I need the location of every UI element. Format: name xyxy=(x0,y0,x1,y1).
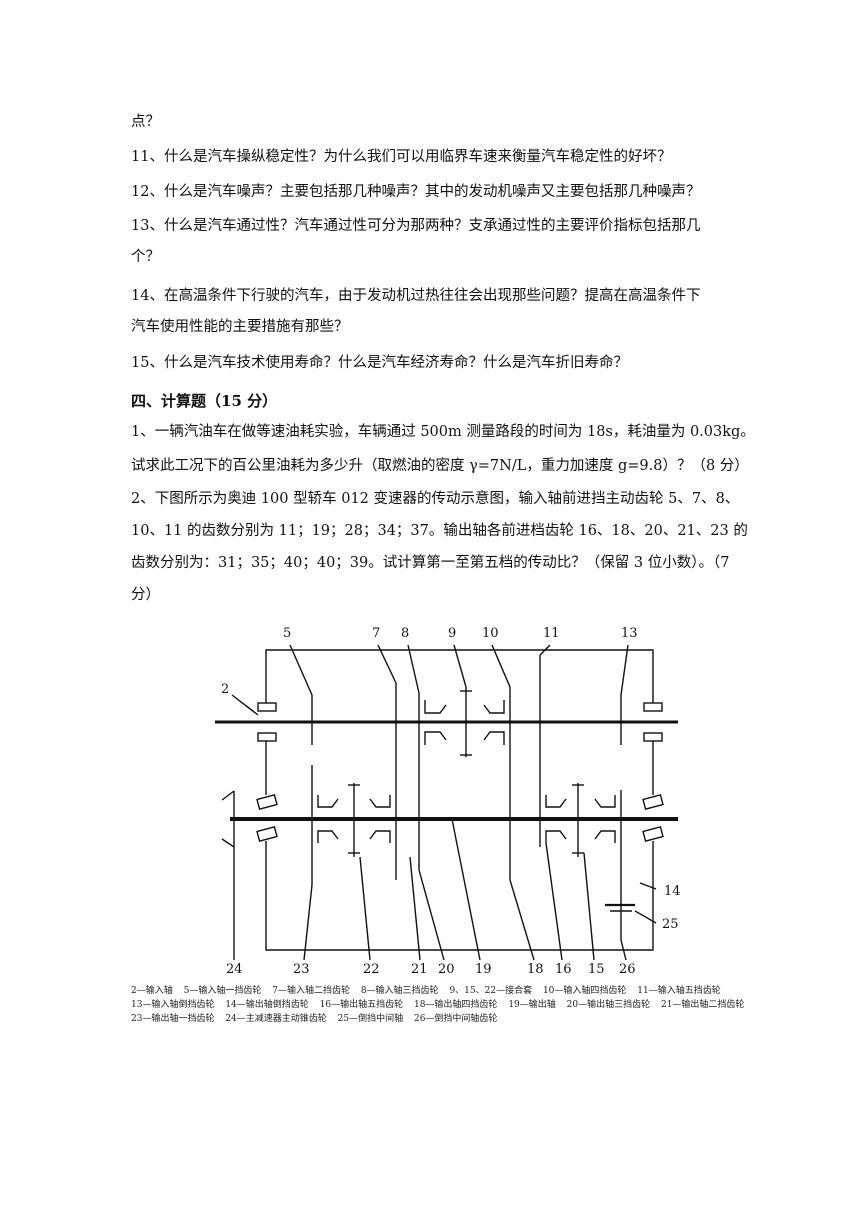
legend-item: 9、15、22—接合套 xyxy=(449,986,533,996)
legend-item: 2—输入轴 xyxy=(131,986,173,996)
legend-item: 23—输出轴一挡齿轮 xyxy=(131,1014,215,1024)
legend-item: 11—输入轴五挡齿轮 xyxy=(637,986,721,996)
label-2: 2 xyxy=(221,682,229,697)
diagram-legend: 2—输入轴 5—输入轴一挡齿轮 7—输入轴二挡齿轮 8—输入轴三挡齿轮 9、15… xyxy=(131,984,761,1026)
legend-item: 25—倒挡中间轴 xyxy=(337,1014,404,1024)
question-14-line1: 14、在高温条件下行驶的汽车，由于发动机过热往往会出现那些问题？提高在高温条件下 xyxy=(131,288,701,304)
question-13-line2: 个？ xyxy=(131,249,160,265)
legend-item: 16—输出轴五挡齿轮 xyxy=(319,1000,404,1010)
legend-item: 21—输出轴二挡齿轮 xyxy=(660,1000,745,1010)
label-20: 20 xyxy=(438,962,455,977)
legend-item: 10—输入轴四挡齿轮 xyxy=(542,986,627,996)
label-16: 16 xyxy=(555,962,572,977)
legend-item: 8—输入轴三挡齿轮 xyxy=(360,986,439,996)
problem-2-line2: 10、11 的齿数分别为 11；19；28；34；37。输出轴各前进档齿轮 16… xyxy=(131,523,748,539)
question-11: 11、什么是汽车操纵稳定性？为什么我们可以用临界车速来衡量汽车稳定性的好坏？ xyxy=(131,149,672,165)
legend-item: 14—输出轴倒挡齿轮 xyxy=(225,1000,309,1010)
problem-1-line2: 试求此工况下的百公里油耗为多少升（取燃油的密度 γ=7N/L，重力加速度 g=9… xyxy=(131,458,749,474)
gearbox-transmission-diagram: 5 7 8 9 10 11 13 2 14 25 24 23 22 21 20 … xyxy=(215,626,681,977)
legend-item: 13—输入轴倒挡齿轮 xyxy=(131,1000,215,1010)
q10-tail: 点？ xyxy=(131,114,160,130)
question-15: 15、什么是汽车技术使用寿命？什么是汽车经济寿命？什么是汽车折旧寿命？ xyxy=(131,355,628,371)
label-14: 14 xyxy=(664,884,681,899)
section-4-title: 四、计算题（15 分） xyxy=(131,392,278,410)
label-23: 23 xyxy=(293,962,310,977)
label-9: 9 xyxy=(448,626,456,641)
label-10: 10 xyxy=(482,626,499,641)
problem-2-line3: 齿数分别为：31；35；40；40；39。试计算第一至第五档的传动比？（保留 3… xyxy=(131,555,730,571)
legend-item: 20—输出轴三挡齿轮 xyxy=(566,1000,651,1010)
question-14-line2: 汽车使用性能的主要措施有那些？ xyxy=(131,319,349,335)
label-25: 25 xyxy=(662,917,679,932)
label-5: 5 xyxy=(283,626,291,641)
legend-item: 5—输入轴一挡齿轮 xyxy=(183,986,262,996)
legend-item: 26—倒挡中间轴齿轮 xyxy=(413,1014,498,1024)
problem-2-line1: 2、下图所示为奥迪 100 型轿车 012 变速器的传动示意图，输入轴前进挡主动… xyxy=(131,491,740,507)
label-19: 19 xyxy=(475,962,492,977)
question-13-line1: 13、什么是汽车通过性？汽车通过性可分为那两种？支承通过性的主要评价指标包括那几 xyxy=(131,218,701,234)
problem-2-line4: 分） xyxy=(131,587,160,603)
label-21: 21 xyxy=(411,962,428,977)
label-11: 11 xyxy=(543,626,560,641)
legend-item: 19—输出轴 xyxy=(508,1000,556,1010)
label-18: 18 xyxy=(527,962,544,977)
label-24: 24 xyxy=(226,962,243,977)
label-8: 8 xyxy=(401,626,409,641)
label-13: 13 xyxy=(621,626,638,641)
legend-item: 7—输入轴二挡齿轮 xyxy=(272,986,350,996)
label-7: 7 xyxy=(372,626,380,641)
legend-item: 18—输出轴四挡齿轮 xyxy=(413,1000,498,1010)
label-15: 15 xyxy=(588,962,605,977)
label-22: 22 xyxy=(363,962,380,977)
label-26: 26 xyxy=(619,962,636,977)
legend-item: 24—主减速器主动锥齿轮 xyxy=(225,1014,327,1024)
question-12: 12、什么是汽车噪声？主要包括那几种噪声？其中的发动机噪声又主要包括那几种噪声？ xyxy=(131,184,701,200)
problem-1-line1: 1、一辆汽油车在做等速油耗实验，车辆通过 500m 测量路段的时间为 18s，耗… xyxy=(131,424,755,440)
